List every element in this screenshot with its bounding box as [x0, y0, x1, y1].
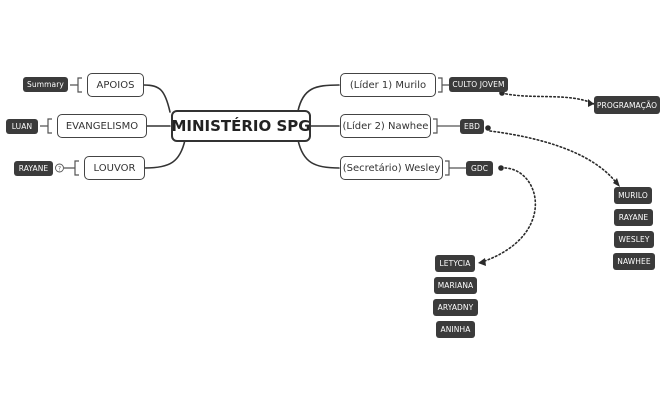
topic-louvor[interactable]: LOUVOR	[84, 156, 145, 180]
topic-secretario-wesley[interactable]: (Secretário) Wesley	[340, 156, 443, 180]
svg-text:?: ?	[58, 166, 61, 173]
relation-start-dot-gdc	[498, 165, 504, 171]
relation-start-dot-ebd	[485, 125, 491, 131]
branch-line-wesley	[297, 139, 340, 169]
branch-line-murilo	[297, 84, 340, 112]
tag-luan[interactable]: LUAN	[6, 119, 38, 134]
topic-secretario-wesley-label: (Secretário) Wesley	[342, 162, 441, 174]
tag-programacao-label: PROGRAMAÇÃO	[596, 100, 658, 110]
central-topic-label: MINISTÉRIO SPG	[171, 117, 311, 135]
tag-bracket-evangelismo	[40, 118, 52, 134]
tag-summary[interactable]: Summary	[23, 77, 68, 92]
tag-ebd-wesley-label: WESLEY	[618, 235, 650, 244]
topic-lider2-nawhee[interactable]: (Líder 2) Nawhee	[340, 114, 431, 138]
tag-ebd-murilo[interactable]: MURILO	[614, 187, 652, 204]
tag-ebd-wesley[interactable]: WESLEY	[614, 231, 654, 248]
tag-ebd-murilo-label: MURILO	[618, 191, 648, 200]
tag-gdc-label: GDC	[470, 164, 489, 173]
relation-ebd-group	[489, 130, 619, 186]
tag-rayane-louvor-label: RAYANE	[18, 164, 49, 173]
tag-bracket-wesley	[445, 160, 466, 176]
tag-gdc-mariana-label: MARIANA	[437, 281, 474, 290]
tag-culto-jovem[interactable]: CULTO JOVEM	[449, 77, 508, 92]
central-topic[interactable]: MINISTÉRIO SPG	[171, 110, 311, 142]
tag-ebd-label: EBD	[464, 122, 480, 131]
topic-lider1-murilo[interactable]: (Líder 1) Murilo	[340, 73, 436, 97]
branch-line-apoios	[143, 84, 171, 113]
tag-gdc-aninha[interactable]: ANINHA	[436, 321, 475, 338]
branch-line-louvor	[144, 139, 186, 169]
tag-summary-label: Summary	[27, 80, 64, 89]
topic-lider2-nawhee-label: (Líder 2) Nawhee	[342, 120, 429, 132]
tag-ebd-rayane-label: RAYANE	[618, 213, 649, 222]
tag-bracket-apoios	[70, 77, 82, 93]
topic-evangelismo[interactable]: EVANGELISMO	[57, 114, 147, 138]
relation-arrowhead-programacao	[588, 99, 594, 107]
relation-arrowhead-gdc	[478, 258, 486, 266]
info-circle-icon[interactable]: ?	[55, 163, 64, 173]
tag-ebd-nawhee[interactable]: NAWHEE	[613, 253, 655, 270]
tag-culto-jovem-label: CULTO JOVEM	[452, 80, 505, 89]
tag-gdc-aninha-label: ANINHA	[440, 325, 471, 334]
topic-louvor-label: LOUVOR	[93, 162, 136, 174]
topic-lider1-murilo-label: (Líder 1) Murilo	[349, 79, 427, 91]
tag-bracket-louvor	[64, 160, 79, 176]
tag-bracket-murilo	[438, 77, 449, 93]
tag-gdc-aryadny[interactable]: ARYADNY	[433, 299, 478, 316]
tag-gdc-mariana[interactable]: MARIANA	[434, 277, 477, 294]
topic-evangelismo-label: EVANGELISMO	[65, 120, 139, 132]
topic-apoios[interactable]: APOIOS	[87, 73, 144, 97]
tag-ebd-nawhee-label: NAWHEE	[617, 257, 651, 266]
topic-apoios-label: APOIOS	[96, 79, 135, 91]
tag-luan-label: LUAN	[11, 122, 33, 131]
relation-arrowhead-ebd	[613, 178, 620, 187]
tag-ebd[interactable]: EBD	[460, 119, 484, 134]
tag-gdc-letycia[interactable]: LETYCIA	[435, 255, 475, 272]
relation-gdc-group	[481, 167, 537, 263]
tag-rayane-louvor[interactable]: RAYANE	[14, 161, 53, 176]
tag-gdc-letycia-label: LETYCIA	[439, 259, 471, 268]
tag-bracket-nawhee	[433, 118, 460, 134]
relation-culto-jovem-programacao	[501, 92, 595, 105]
tag-ebd-rayane[interactable]: RAYANE	[614, 209, 653, 226]
tag-gdc[interactable]: GDC	[466, 161, 493, 176]
tag-gdc-aryadny-label: ARYADNY	[437, 303, 474, 312]
tag-programacao[interactable]: PROGRAMAÇÃO	[594, 96, 660, 114]
